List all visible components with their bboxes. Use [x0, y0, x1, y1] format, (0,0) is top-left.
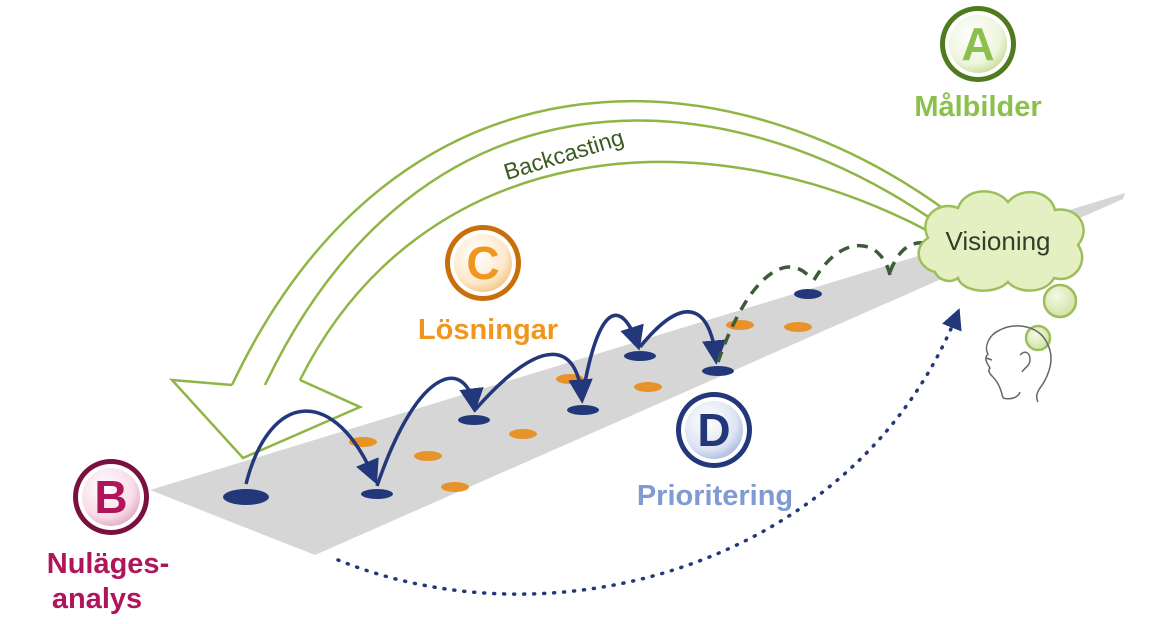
- badge-a: A: [940, 6, 1016, 82]
- thinking-head-icon: [985, 325, 1052, 403]
- thought-bubble-large: [1042, 283, 1078, 319]
- visioning-label: Visioning: [945, 226, 1050, 256]
- thought-bubble-small: [1024, 324, 1052, 352]
- badge-d: D: [676, 392, 752, 468]
- step-dot: [567, 405, 599, 415]
- badge-d-letter: D: [697, 404, 730, 456]
- label-b-title-line1: Nuläges-: [47, 548, 169, 580]
- label-d-title: Prioritering: [637, 480, 793, 512]
- step-dot: [794, 289, 822, 299]
- visioning-cloud: [917, 190, 1085, 292]
- step-dots: [223, 289, 822, 505]
- solution-dot: [784, 322, 812, 332]
- step-dot: [702, 366, 734, 376]
- solution-dot: [441, 482, 469, 492]
- backcasting-label: Backcasting: [501, 124, 627, 185]
- label-a-title: Målbilder: [914, 91, 1041, 123]
- badge-b: B: [73, 459, 149, 535]
- backcasting-arrow: [168, 100, 949, 460]
- hop-arrows: [244, 310, 727, 487]
- solution-dot: [414, 451, 442, 461]
- step-dot: [458, 415, 490, 425]
- step-dot-start: [223, 489, 269, 505]
- badge-c-letter: C: [466, 237, 499, 289]
- dashed-path: [716, 241, 931, 363]
- label-c-title: Lösningar: [418, 314, 558, 346]
- badge-c: C: [445, 225, 521, 301]
- solution-dot: [634, 382, 662, 392]
- solution-dot: [509, 429, 537, 439]
- step-dot: [361, 489, 393, 499]
- label-b-title-line2: analys: [52, 583, 142, 615]
- solution-dot: [726, 320, 754, 330]
- step-dot: [624, 351, 656, 361]
- timeline-road: [150, 193, 1125, 555]
- badge-a-letter: A: [961, 18, 994, 70]
- badge-b-letter: B: [94, 471, 127, 523]
